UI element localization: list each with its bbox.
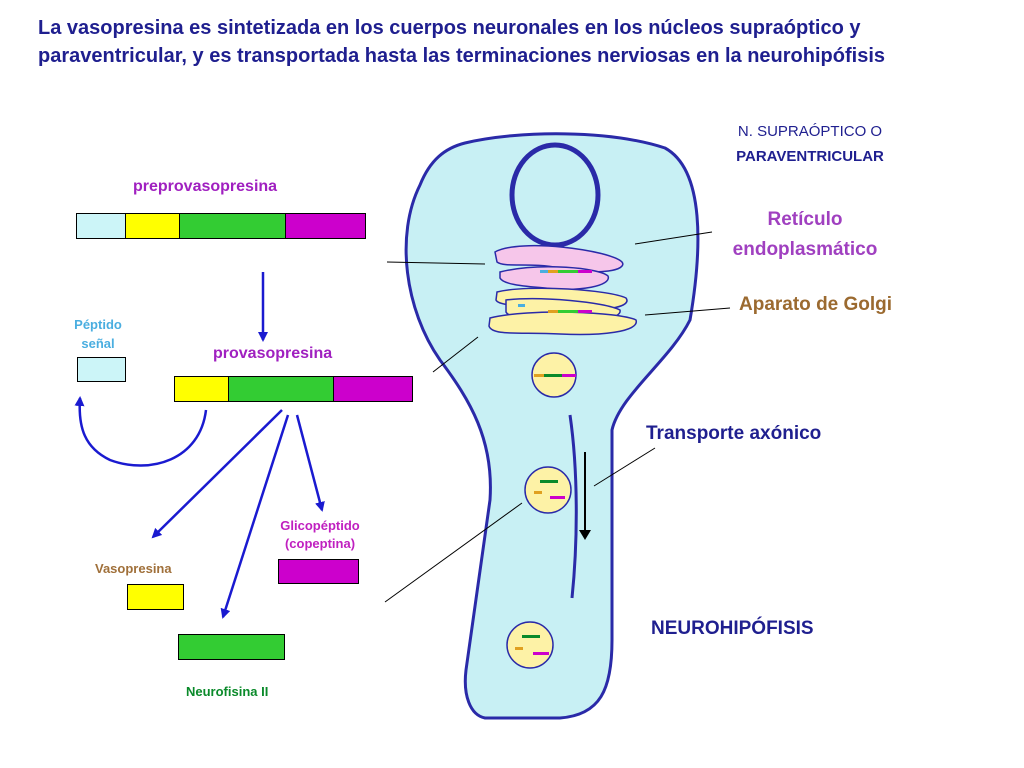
neurohipofisis-label: NEUROHIPÓFISIS — [651, 618, 814, 639]
golgi-label: Aparato de Golgi — [739, 294, 893, 315]
glicopeptido-label-line1: Glicopéptido — [280, 518, 360, 533]
pointer-preprovasopresina — [386, 261, 486, 265]
arrow-to-neurofisina — [220, 414, 290, 619]
transporte-label: Transporte axónico — [646, 423, 822, 444]
peptido-senal-label-line1: Péptido — [74, 317, 122, 332]
peptido-senal-label-line2: señal — [81, 336, 115, 351]
provasopresina-label: provasopresina — [213, 345, 333, 362]
preprovasopresina-vasopressin-segment — [125, 213, 180, 239]
preprovasopresina-signal-segment — [76, 213, 126, 239]
vasopresina-label: Vasopresina — [95, 561, 172, 576]
provasopresina-glycopeptide-segment — [333, 376, 413, 402]
signal-peptide-box — [77, 357, 126, 382]
endoplasmic-reticulum-upper — [494, 244, 624, 273]
pointer-provasopresina — [432, 336, 479, 373]
vasopresina-box — [127, 584, 184, 610]
golgi-stack-3 — [488, 311, 637, 336]
preprovasopresina-glycopeptide-segment — [285, 213, 366, 239]
vesicle-3 — [506, 621, 554, 669]
neurofisina-label: Neurofisina II — [186, 684, 269, 699]
vesicle-2 — [524, 466, 572, 514]
nucleo-label-line1: N. SUPRAÓPTICO O — [737, 123, 883, 140]
neurofisina-box — [178, 634, 285, 660]
vesicle-1 — [531, 352, 577, 398]
reticulo-label-line1: Retículo — [767, 209, 843, 230]
pointer-er — [634, 231, 713, 245]
page-title: La vasopresina es sintetizada en los cue… — [38, 17, 885, 67]
er-peptide-marks — [518, 270, 592, 313]
pointer-products — [384, 502, 523, 603]
provasopresina-vasopressin-segment — [174, 376, 229, 402]
arrow-to-vasopresina — [151, 409, 283, 539]
preprovasopresina-label: preprovasopresina — [133, 178, 278, 195]
glicopeptido-box — [278, 559, 359, 584]
provasopresina-neurophysin-segment — [228, 376, 334, 402]
microtubule — [568, 414, 578, 599]
preprovasopresina-neurophysin-segment — [179, 213, 286, 239]
nucleus — [509, 142, 601, 248]
neuron-cell — [404, 132, 700, 720]
arrow-to-signal-peptide — [74, 396, 208, 467]
nucleo-label-line2: PARAVENTRICULAR — [736, 148, 884, 165]
pointer-golgi — [644, 307, 731, 316]
reticulo-label-line2: endoplasmático — [732, 239, 878, 260]
arrow-to-glicopeptido — [295, 414, 325, 512]
pointer-transport — [593, 447, 656, 487]
glicopeptido-label-line2: (copeptina) — [284, 536, 356, 551]
